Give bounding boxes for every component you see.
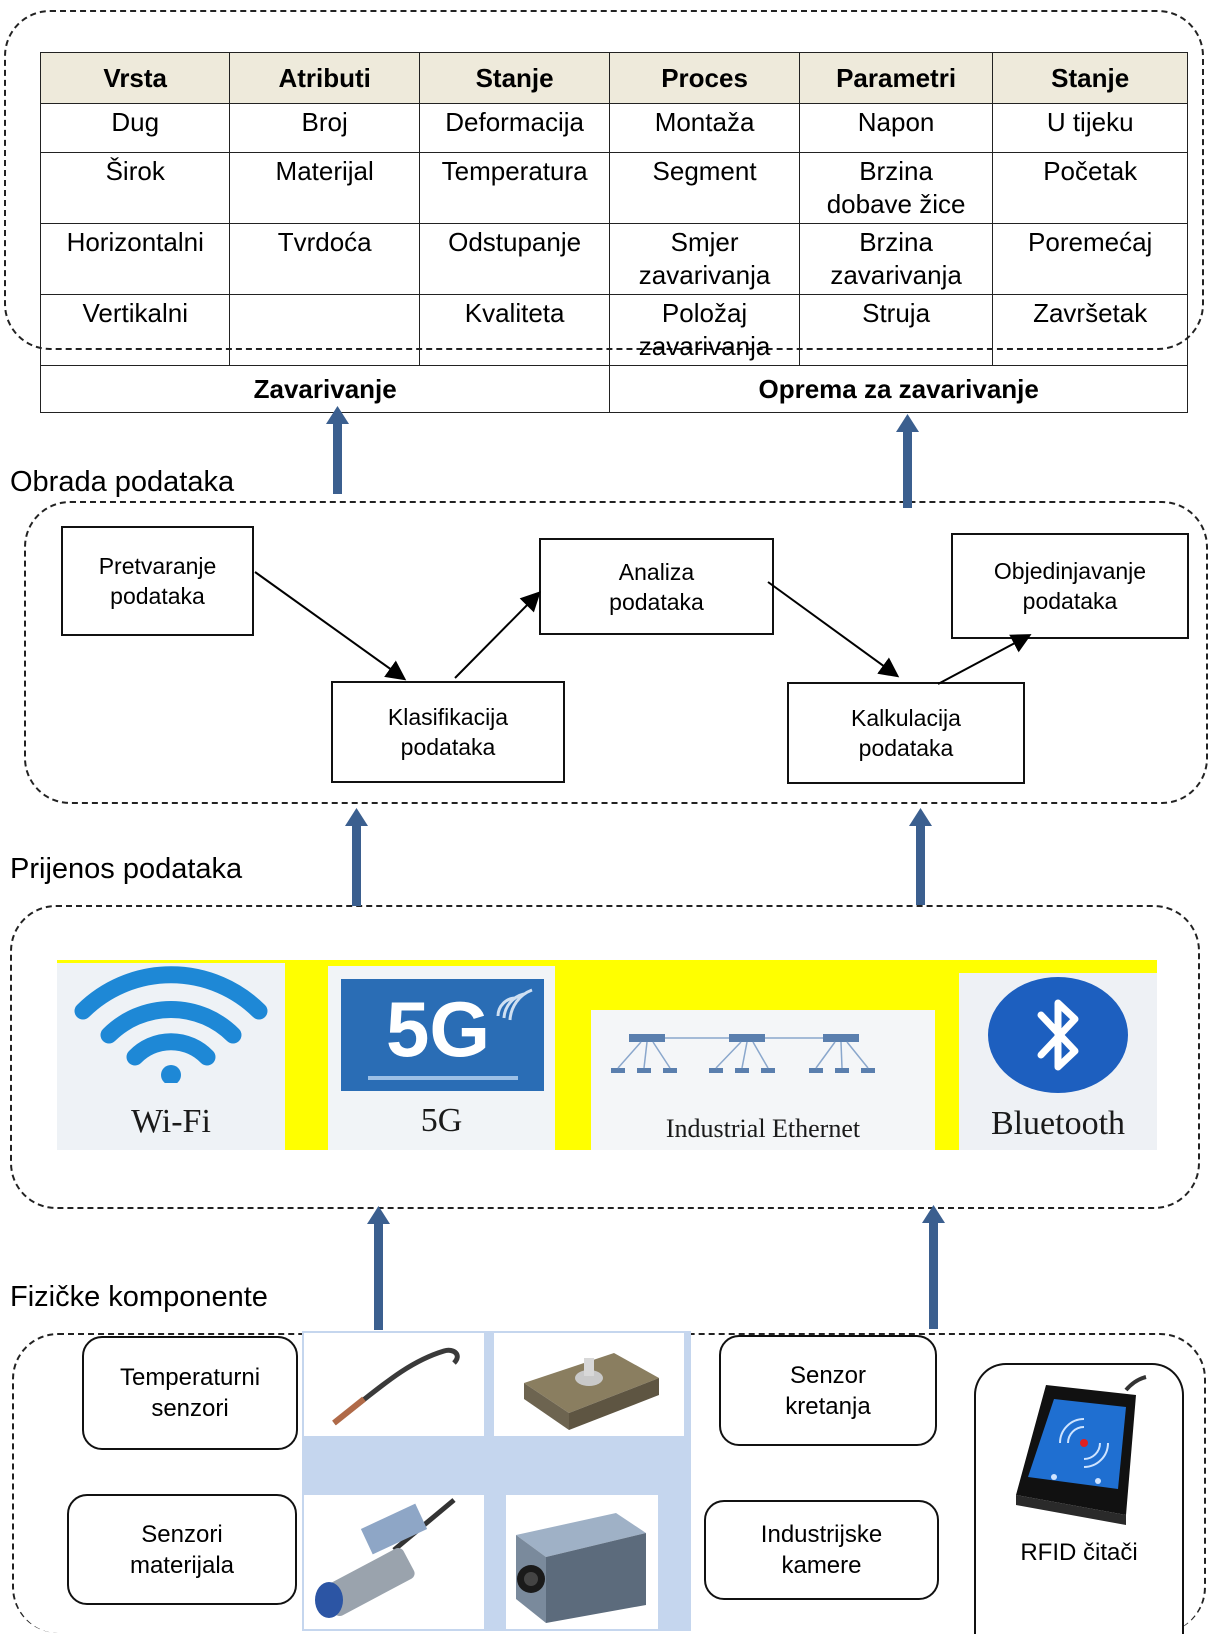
- table-cell: Vertikalni: [39, 294, 231, 366]
- calculate-data-box: Kalkulacija podataka: [787, 682, 1025, 784]
- fiveg-tile: 5G 5G: [328, 966, 555, 1150]
- physical-label: Fizičke komponente: [10, 1281, 268, 1313]
- table-header: Atributi: [229, 52, 420, 104]
- table-cell: Segment: [609, 152, 800, 224]
- equipment-group-label: Oprema za zavarivanje: [609, 365, 1188, 413]
- bluetooth-icon: [988, 977, 1128, 1093]
- wifi-tile: Wi-Fi: [57, 963, 285, 1150]
- table-cell: Napon: [798, 103, 994, 153]
- table-row: Horizontalni Tvrdoća Odstupanje Smjer za…: [39, 223, 1188, 295]
- table-cell: Horizontalni: [39, 223, 231, 295]
- processing-layer-frame: [24, 501, 1208, 804]
- table-header: Proces: [609, 52, 800, 104]
- proximity-sensor-image: [304, 1495, 484, 1629]
- wifi-icon: [74, 966, 268, 1083]
- up-arrow: [896, 414, 919, 508]
- thermocouple-image: [304, 1333, 484, 1436]
- table-cell: Brzina dobave žice: [798, 152, 994, 224]
- table-cell: Položaj zavarivanja: [609, 294, 800, 366]
- temperature-sensors-box: Temperaturni senzori: [82, 1336, 298, 1450]
- table-cell: Temperatura: [418, 152, 611, 224]
- motion-sensor-box: Senzor kretanja: [719, 1335, 937, 1446]
- classify-data-box: Klasifikacija podataka: [331, 681, 565, 783]
- table-cell: Odstupanje: [418, 223, 611, 295]
- table-cell: Kvaliteta: [418, 294, 611, 366]
- table-cell: Smjer zavarivanja: [609, 223, 800, 295]
- table-cell: Montaža: [609, 103, 800, 153]
- merge-data-box: Objedinjavanje podataka: [951, 533, 1189, 639]
- industrial-camera-image: [506, 1495, 658, 1629]
- table-cell: Tvrdoća: [229, 223, 420, 295]
- table-cell: Dug: [39, 103, 231, 153]
- up-arrow: [345, 808, 368, 906]
- displacement-sensor-image: [494, 1333, 684, 1436]
- table-header: Vrsta: [39, 52, 231, 104]
- rfid-readers-label: RFID čitači: [1020, 1539, 1138, 1566]
- bluetooth-tile: Bluetooth: [959, 973, 1157, 1150]
- material-sensors-box: Senzori materijala: [67, 1494, 297, 1605]
- table-header-row: Vrsta Atributi Stanje Proces Parametri S…: [39, 52, 1188, 104]
- table-cell: Početak: [992, 152, 1188, 224]
- network-topology-icon: [611, 1034, 875, 1073]
- table-row: Širok Materijal Temperatura Segment Brzi…: [39, 152, 1188, 224]
- table-header: Parametri: [798, 52, 994, 104]
- processing-label: Obrada podataka: [10, 466, 235, 498]
- rfid-readers-box: RFID čitači: [974, 1363, 1184, 1634]
- table-cell: U tijeku: [992, 103, 1188, 153]
- table-row: Dug Broj Deformacija Montaža Napon U tij…: [39, 103, 1188, 153]
- rfid-reader-icon: [1016, 1375, 1147, 1525]
- industrial-cameras-box: Industrijske kamere: [704, 1500, 939, 1600]
- up-arrow: [326, 406, 349, 494]
- table-cell: Završetak: [992, 294, 1188, 366]
- table-cell: Širok: [39, 152, 231, 224]
- table-row: Vertikalni Kvaliteta Položaj zavarivanja…: [39, 294, 1188, 366]
- fiveg-logo-text: 5G: [385, 985, 491, 1073]
- table-cell: Deformacija: [418, 103, 611, 153]
- table-header: Stanje: [992, 52, 1188, 104]
- ethernet-label: Industrial Ethernet: [665, 1114, 861, 1143]
- transmission-layer-frame: [10, 905, 1200, 1209]
- table-header: Stanje: [418, 52, 611, 104]
- up-arrow: [367, 1206, 390, 1330]
- transmission-label: Prijenos podataka: [10, 853, 243, 885]
- fiveg-label: 5G: [420, 1102, 463, 1139]
- convert-data-box: Pretvaranje podataka: [61, 526, 254, 636]
- knowledge-table: Vrsta Atributi Stanje Proces Parametri S…: [39, 52, 1188, 413]
- welding-group-label: Zavarivanje: [39, 365, 611, 413]
- table-cell: Struja: [798, 294, 994, 366]
- signal-waves-icon: [368, 988, 533, 1080]
- table-cell: Poremećaj: [992, 223, 1188, 295]
- ethernet-tile: Industrial Ethernet: [591, 1010, 935, 1150]
- table-cell: Brzina zavarivanja: [798, 223, 994, 295]
- table-cell: Materijal: [229, 152, 420, 224]
- up-arrow: [922, 1205, 945, 1329]
- table-footer-row: Zavarivanje Oprema za zavarivanje: [39, 365, 1188, 413]
- wifi-label: Wi-Fi: [131, 1103, 211, 1140]
- table-cell: Broj: [229, 103, 420, 153]
- up-arrow: [909, 808, 932, 905]
- bluetooth-label: Bluetooth: [990, 1105, 1126, 1142]
- table-cell: [229, 294, 420, 366]
- analyze-data-box: Analiza podataka: [539, 538, 774, 635]
